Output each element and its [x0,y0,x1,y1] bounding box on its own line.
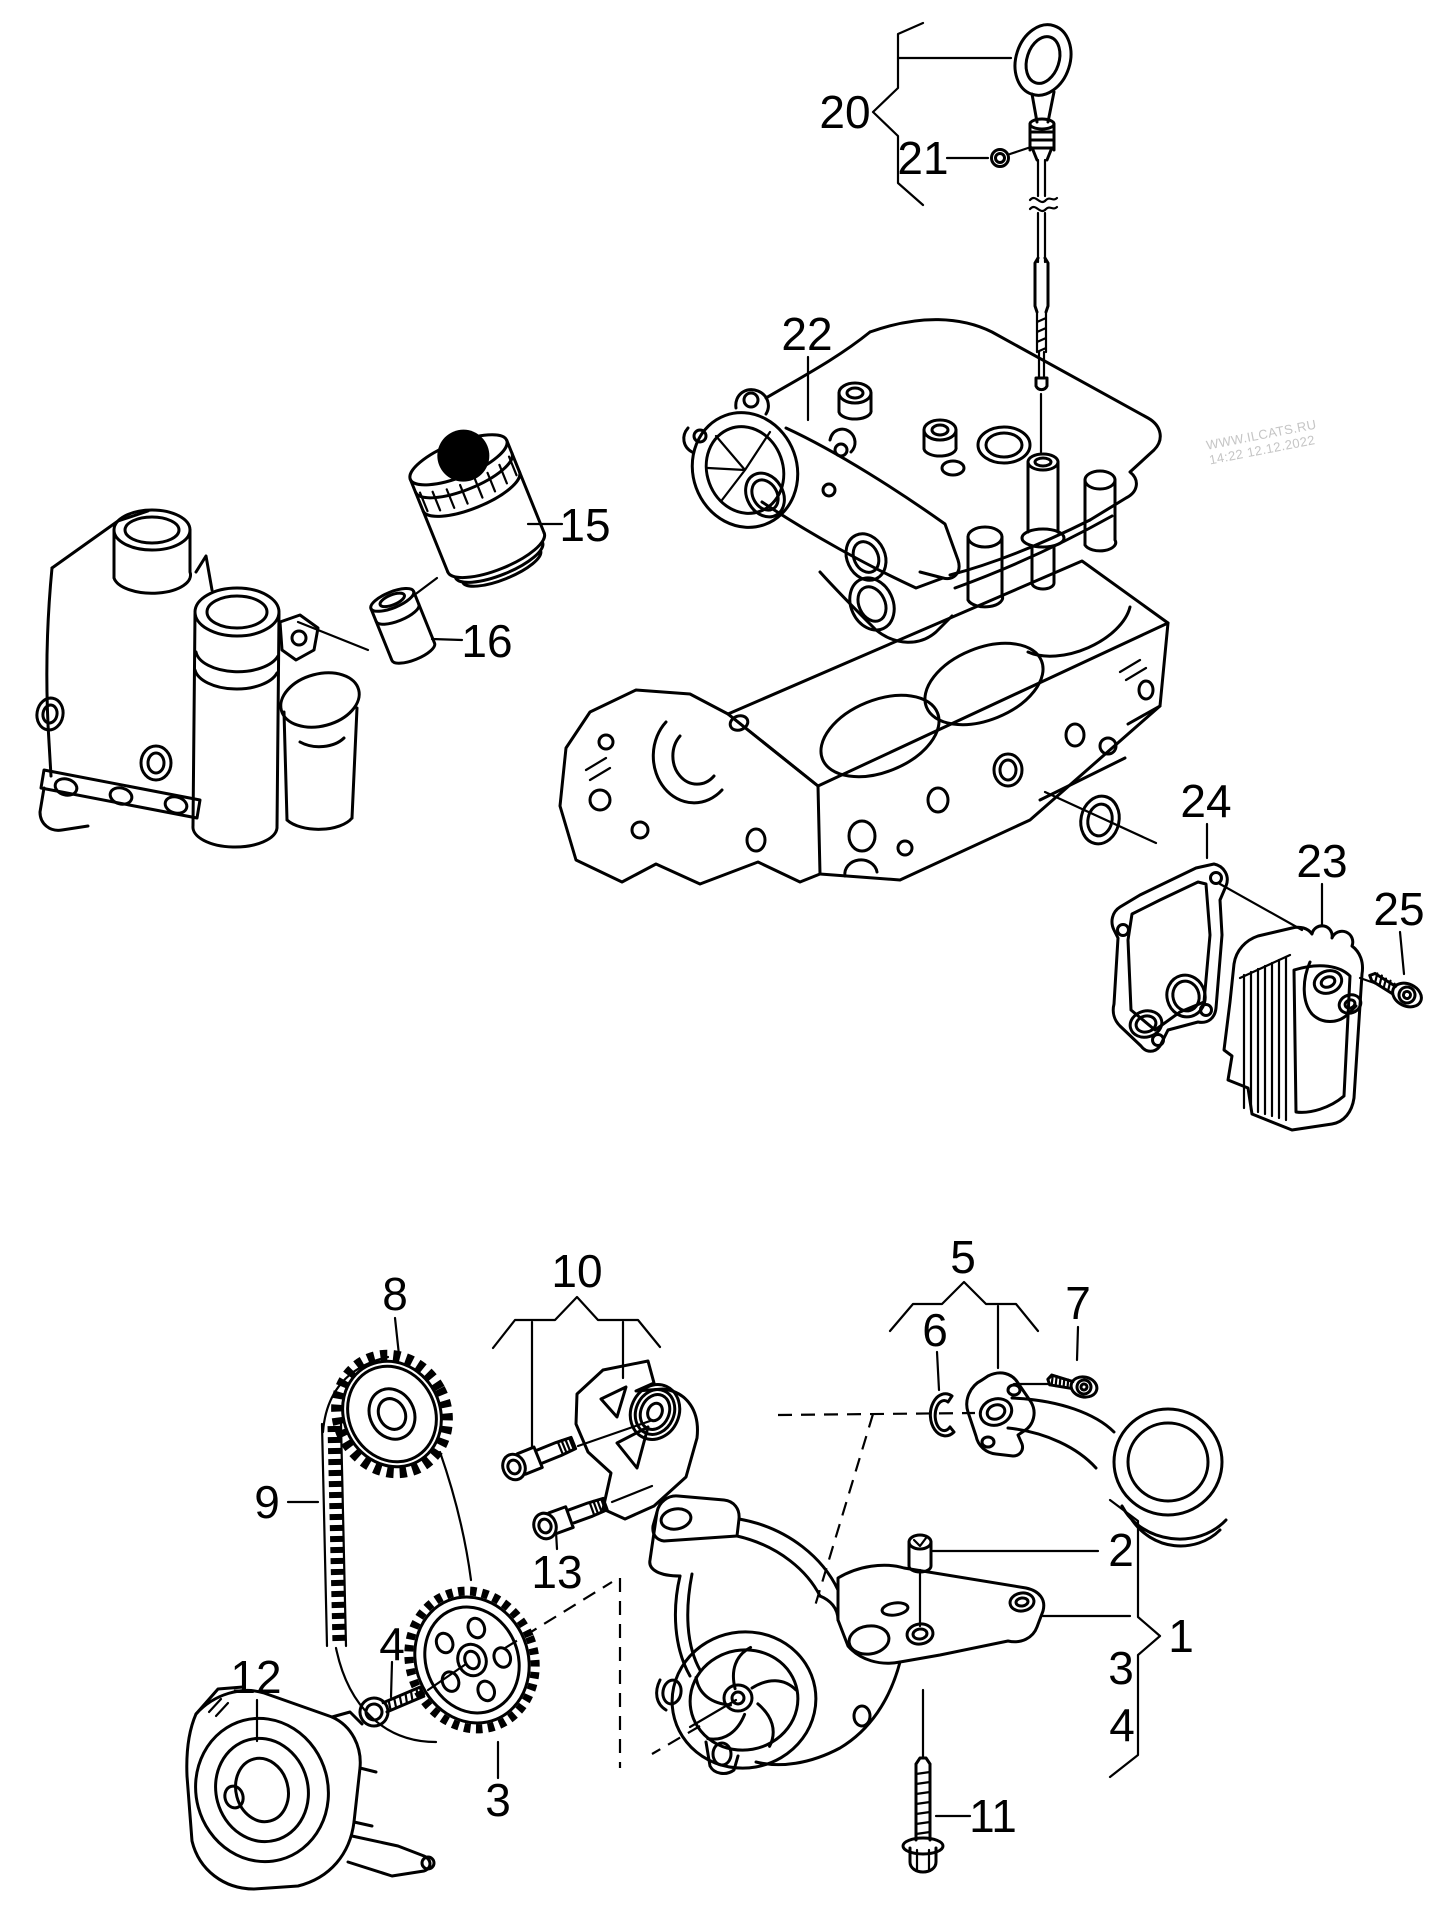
drive-chain-drawing [320,1355,473,1744]
callout-23: 23 [1296,835,1348,887]
callout-5: 5 [950,1231,976,1283]
chain-cover-drawing [185,1685,436,1891]
pipe-screw-drawing [1012,1373,1099,1399]
callout-11: 11 [969,1790,1017,1842]
callout-22: 22 [781,308,833,360]
callout-2: 2 [1108,1524,1134,1576]
tensioner-bolts-drawing [501,1419,654,1541]
dipstick-oring-drawing [990,148,1010,168]
head-cover-gasket-drawing [682,388,961,644]
callout-12: 12 [230,1651,282,1703]
pump-bolt-drawing [901,1688,945,1874]
callout-21: 21 [897,132,949,184]
callout-4-right: 4 [1109,1699,1135,1751]
callout-1: 1 [1168,1610,1194,1662]
callout-3-left: 3 [485,1774,511,1826]
oil-filter-drawing [408,429,547,588]
snap-ring-drawing [928,1392,956,1438]
callout-10: 10 [551,1245,603,1297]
callout-9: 9 [254,1476,280,1528]
callout-3-right: 3 [1108,1642,1134,1694]
callout-13: 13 [531,1546,583,1598]
callout-16: 16 [461,615,513,667]
cylinder-block-drawing [558,559,1170,886]
oil-pump-drawing [648,1494,1046,1775]
cooler-screw-drawing [1358,972,1423,1009]
callout-8: 8 [382,1268,408,1320]
filter-valve-axis-line [403,576,439,604]
dipstick-drawing [1013,23,1073,454]
callout-4-left: 4 [379,1618,405,1670]
callout-6: 6 [922,1304,948,1356]
chain-tensioner-drawing [574,1359,699,1521]
pump-sprocket-drawing [404,1586,540,1734]
oil-cooler-gasket-drawing [1110,862,1229,1053]
callout-20: 20 [819,86,871,138]
oil-filter-bracket-drawing [35,508,370,849]
head-cover-drawing [764,318,1162,609]
callout-24: 24 [1180,775,1232,827]
assembly-axis-lines [504,1411,976,1768]
callout-leaders [255,21,1406,1818]
oil-cooler-drawing [1222,924,1364,1132]
callout-25: 25 [1373,883,1425,935]
callout-15: 15 [559,499,611,551]
suction-pipe-drawing [965,1371,1228,1548]
callout-7: 7 [1065,1277,1091,1329]
dowel-pin-drawing [907,1533,933,1628]
sprocket-bolt-drawing [358,1662,468,1728]
bypass-valve-drawing [369,587,437,665]
